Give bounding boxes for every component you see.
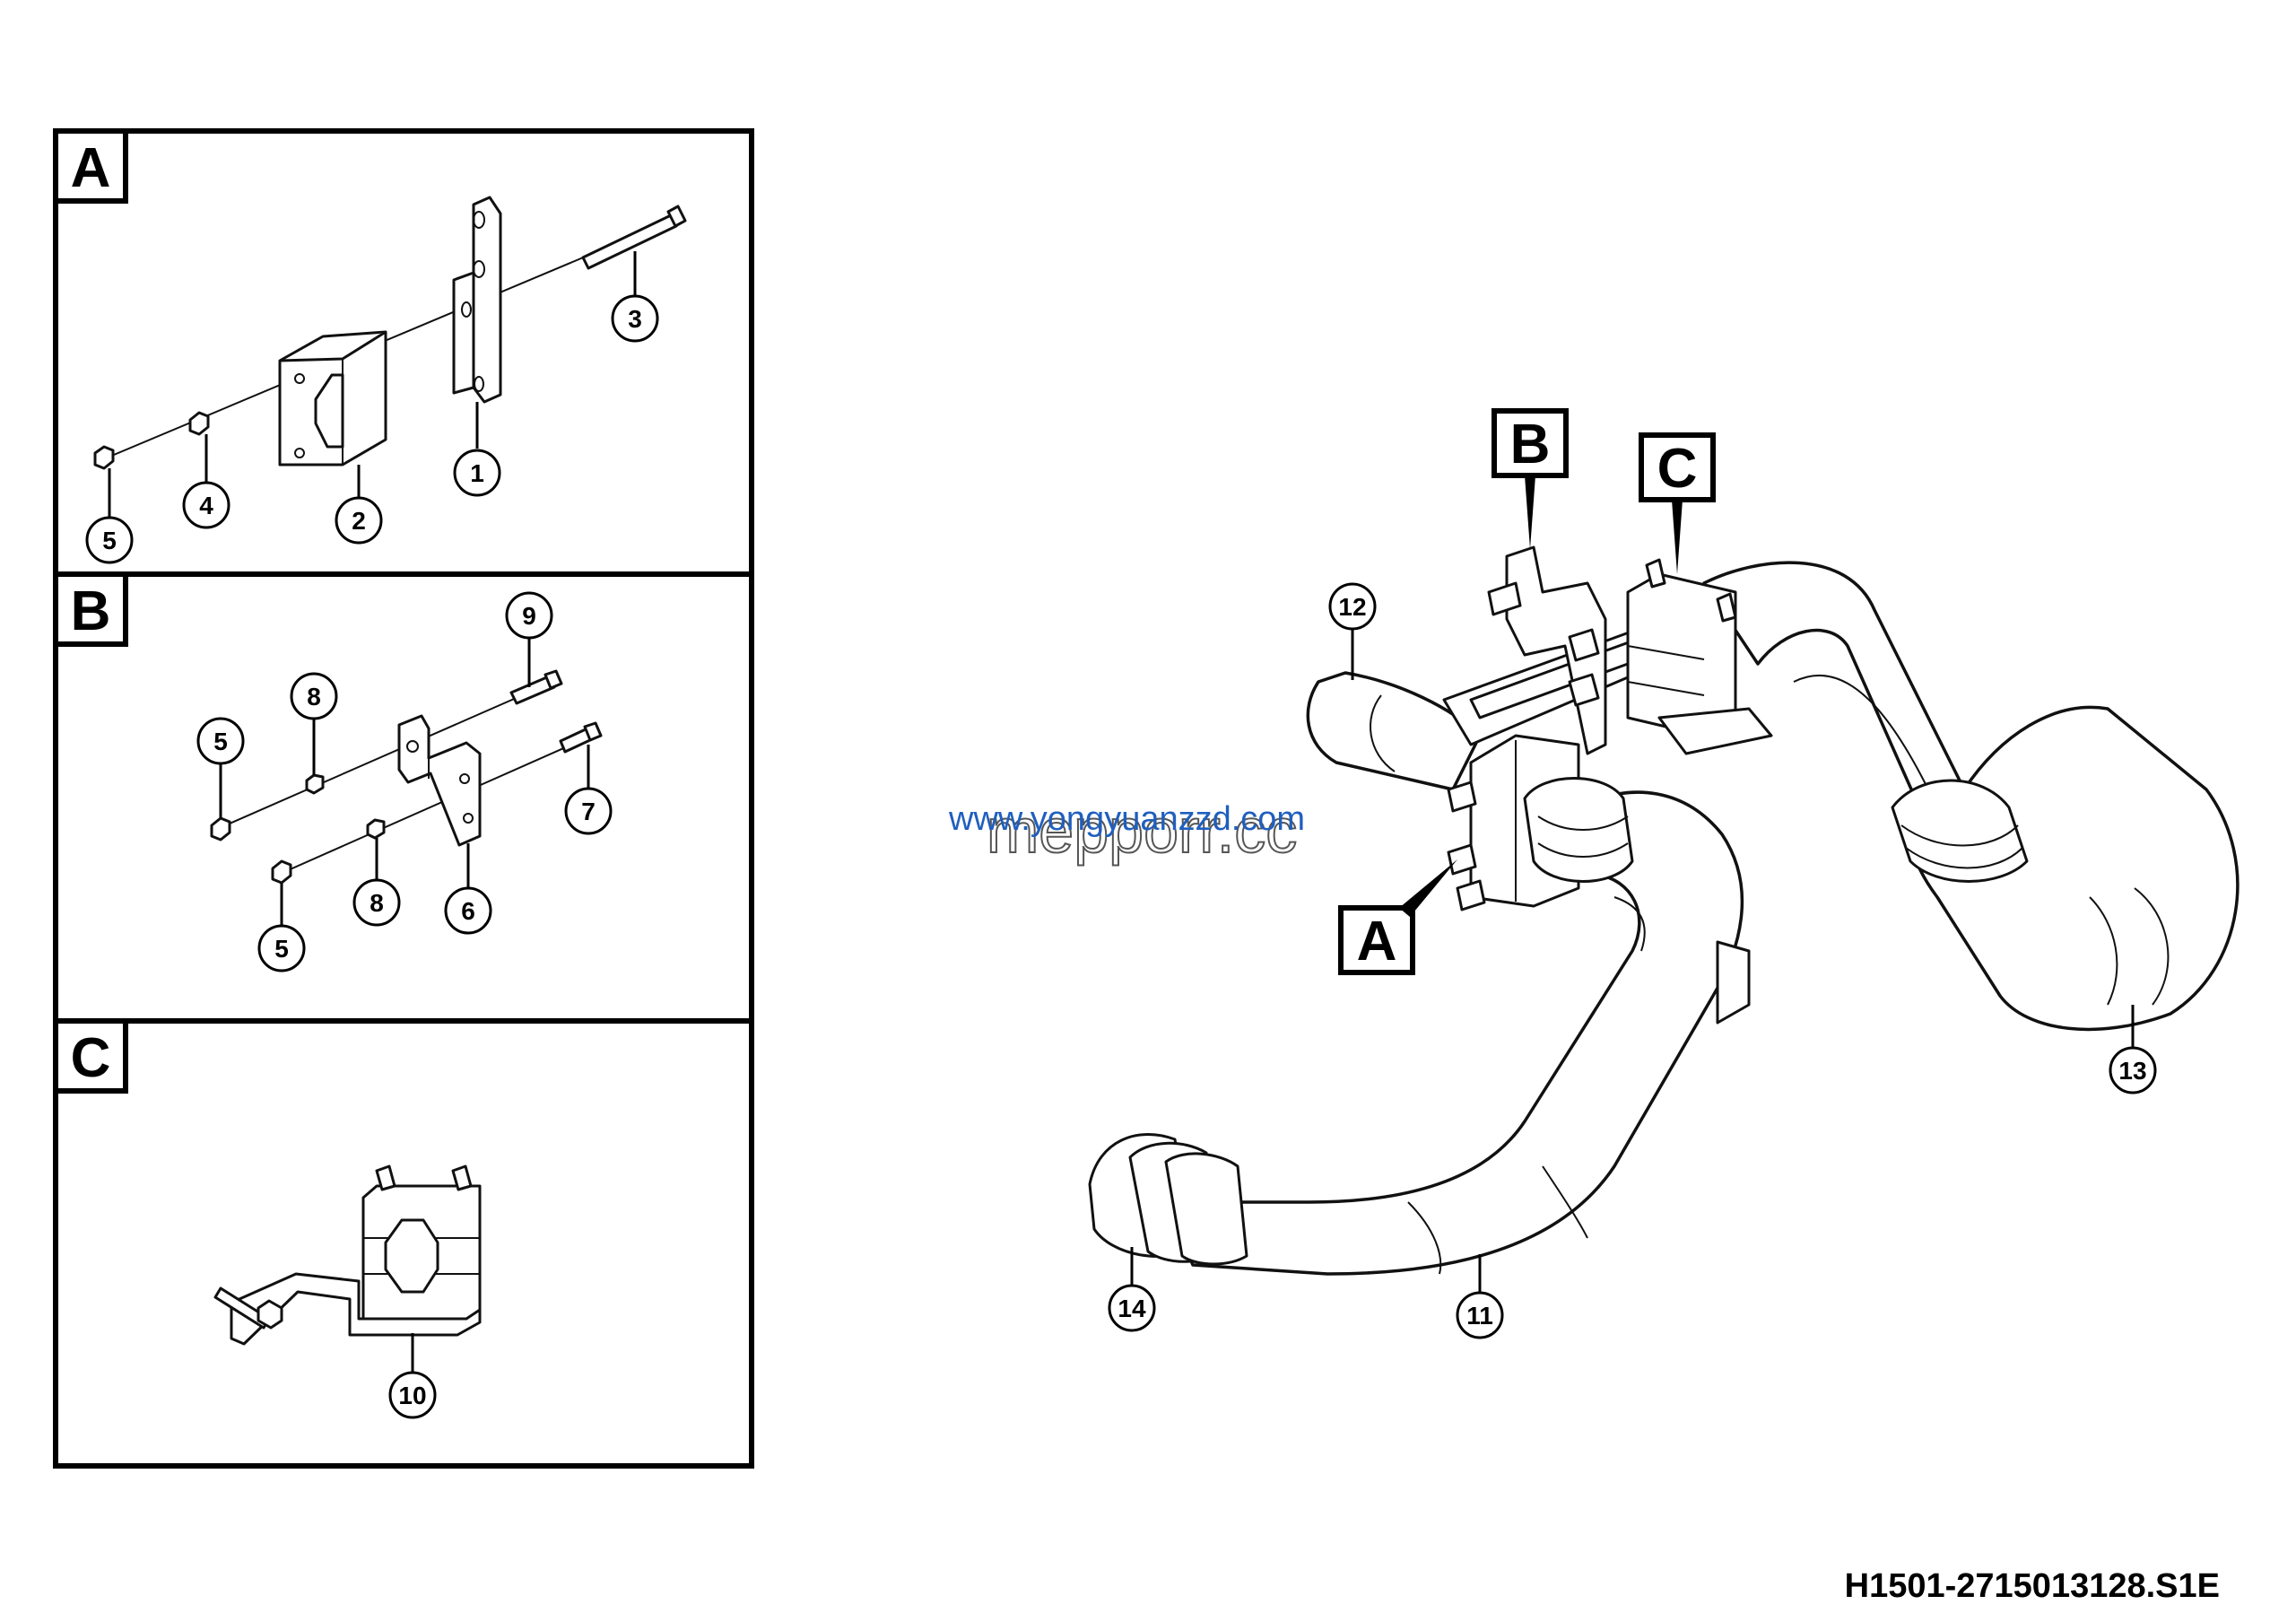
hose-13 bbox=[1702, 561, 2239, 1032]
callout-8-lower: 8 bbox=[352, 878, 401, 927]
svg-text:6: 6 bbox=[461, 897, 475, 925]
callout-6: 6 bbox=[444, 886, 492, 935]
callout-8-upper: 8 bbox=[290, 672, 338, 720]
svg-text:9: 9 bbox=[522, 602, 536, 630]
callout-2: 2 bbox=[335, 496, 383, 545]
assembly-axis-b2 bbox=[277, 735, 593, 876]
svg-text:5: 5 bbox=[102, 527, 117, 554]
view-tag-c: C bbox=[1639, 432, 1716, 574]
svg-text:14: 14 bbox=[1118, 1295, 1146, 1322]
watermark-grey-text: mepporr.cc bbox=[987, 796, 1297, 866]
bracket-main-b bbox=[1487, 545, 1607, 755]
svg-text:5: 5 bbox=[213, 728, 228, 755]
svg-text:13: 13 bbox=[2118, 1057, 2146, 1085]
callout-1: 1 bbox=[453, 449, 501, 497]
callout-5-a: 5 bbox=[85, 516, 134, 564]
callout-9: 9 bbox=[505, 591, 553, 640]
clamp-block bbox=[278, 330, 387, 467]
washer-8-upper bbox=[305, 773, 325, 795]
svg-text:B: B bbox=[1510, 414, 1551, 475]
bracket-plate bbox=[452, 196, 502, 404]
callout-4: 4 bbox=[182, 481, 230, 529]
main-assembly: B C A 12 13 11 bbox=[1088, 408, 2239, 1339]
callout-14: 14 bbox=[1108, 1284, 1156, 1332]
panel-c-drawing: 10 bbox=[213, 1164, 482, 1419]
view-tag-a: A bbox=[1338, 859, 1457, 975]
svg-text:1: 1 bbox=[470, 459, 484, 487]
clamp-block-main-c bbox=[1626, 558, 1773, 755]
panel-tag-c: C bbox=[53, 1018, 128, 1094]
svg-text:8: 8 bbox=[370, 889, 384, 917]
bolt-long bbox=[581, 205, 687, 270]
watermark-blue-text: www.yongyuanzzd.com bbox=[948, 800, 1305, 838]
washer-a bbox=[188, 411, 210, 436]
clamp-block-main-a bbox=[1447, 734, 1580, 911]
callout-7: 7 bbox=[564, 787, 613, 835]
callout-10: 10 bbox=[388, 1371, 437, 1419]
callout-5-b-lower: 5 bbox=[257, 924, 306, 972]
panel-tag-b-text: B bbox=[71, 580, 111, 642]
panel-b-drawing: 9 8 5 7 6 8 5 bbox=[196, 591, 613, 972]
hose-11 bbox=[1164, 790, 1751, 1276]
clamp-block-c bbox=[361, 1164, 482, 1321]
svg-text:4: 4 bbox=[199, 492, 213, 519]
svg-text:11: 11 bbox=[1466, 1302, 1493, 1330]
svg-text:5: 5 bbox=[274, 935, 289, 963]
svg-text:7: 7 bbox=[581, 798, 596, 825]
callout-11: 11 bbox=[1456, 1291, 1504, 1339]
panel-tag-a: A bbox=[53, 128, 128, 204]
drawing-id: H1501-2715013128.S1E bbox=[1845, 1567, 2220, 1605]
hose-end-14 bbox=[1088, 1132, 1248, 1266]
nut-a bbox=[93, 445, 115, 470]
hose-clamp-upper bbox=[1523, 777, 1634, 883]
panel-tag-a-text: A bbox=[71, 137, 111, 199]
angle-bracket bbox=[397, 714, 482, 847]
watermark: mepporr.cc www.yongyuanzzd.com bbox=[948, 795, 1305, 867]
callout-5-b-upper: 5 bbox=[196, 717, 245, 765]
callout-12: 12 bbox=[1328, 582, 1377, 631]
callout-3: 3 bbox=[611, 294, 659, 343]
svg-text:C: C bbox=[1657, 438, 1698, 500]
svg-text:12: 12 bbox=[1338, 593, 1366, 621]
view-tag-b: B bbox=[1492, 408, 1569, 549]
washer-8-lower bbox=[366, 818, 386, 840]
panel-tag-c-text: C bbox=[71, 1027, 111, 1089]
nut-b-lower bbox=[271, 859, 292, 885]
callout-13: 13 bbox=[2109, 1046, 2157, 1094]
panel-tag-b: B bbox=[53, 571, 128, 647]
assembly-axis-b1 bbox=[214, 683, 550, 831]
svg-text:3: 3 bbox=[628, 305, 642, 333]
svg-text:2: 2 bbox=[352, 507, 366, 535]
svg-text:10: 10 bbox=[398, 1382, 426, 1409]
stud-c bbox=[213, 1286, 271, 1330]
hose-12 bbox=[1306, 671, 1482, 791]
panel-a-drawing: 1 2 3 4 5 bbox=[85, 196, 687, 564]
svg-text:A: A bbox=[1357, 911, 1397, 972]
svg-text:8: 8 bbox=[307, 683, 321, 711]
clamp-bracket-c bbox=[230, 1272, 482, 1346]
